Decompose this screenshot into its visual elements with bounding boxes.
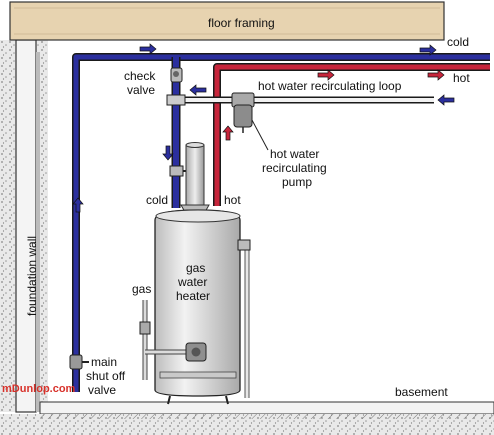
check-valve-icon	[166, 67, 186, 106]
pump-leader-line	[251, 119, 269, 151]
arrow-right-icon	[139, 43, 157, 55]
shutoff-label-line1: main	[91, 355, 117, 369]
shutoff-label-line2: shut off	[86, 369, 126, 383]
pump-label-line2: recirculating	[262, 161, 327, 175]
heater-label-line2: water	[177, 275, 207, 289]
arrow-right-icon	[419, 44, 437, 56]
recirculating-loop-label: hot water recirculating loop	[258, 79, 402, 93]
gas-supply-pipe	[139, 300, 188, 380]
pump-label-line3: pump	[282, 175, 312, 189]
hot-outlet-label: hot	[224, 193, 241, 207]
flue-vent	[180, 142, 210, 213]
cold-supply-pipe	[72, 53, 490, 392]
foundation-wall-label: foundation wall	[25, 236, 39, 316]
heater-label-line1: gas	[186, 261, 205, 275]
arrow-down-icon	[162, 145, 174, 161]
shutoff-label-line3: valve	[88, 383, 116, 397]
foundation-wall	[0, 39, 48, 413]
cold-top-label: cold	[447, 35, 469, 49]
gas-label: gas	[132, 282, 151, 296]
recirculating-pump-icon	[231, 92, 255, 133]
hot-outlet-pipe	[213, 63, 490, 206]
arrow-right-icon	[317, 69, 335, 81]
basement-floor	[0, 401, 494, 435]
heater-label-line3: heater	[176, 289, 210, 303]
pump-label-line1: hot water	[270, 147, 319, 161]
arrow-up-icon	[72, 197, 84, 213]
check-valve-label-line1: check	[124, 69, 156, 83]
arrow-right-icon	[427, 69, 445, 81]
arrow-left-icon	[437, 94, 455, 106]
arrow-up-icon	[222, 125, 234, 141]
hot-top-label: hot	[453, 71, 470, 85]
gas-valve-icon	[185, 342, 207, 362]
arrow-left-icon	[189, 84, 207, 96]
cold-inlet-label: cold	[146, 193, 168, 207]
floor-framing-beam	[9, 1, 445, 41]
basement-label: basement	[395, 385, 448, 399]
gas-water-heater	[154, 209, 241, 405]
floor-framing-label: floor framing	[208, 16, 275, 30]
relief-valve-pipe	[237, 239, 251, 398]
main-shutoff-valve-icon	[69, 354, 89, 370]
watermark: mDunlop.com	[2, 383, 76, 395]
check-valve-label-line2: valve	[127, 83, 155, 97]
